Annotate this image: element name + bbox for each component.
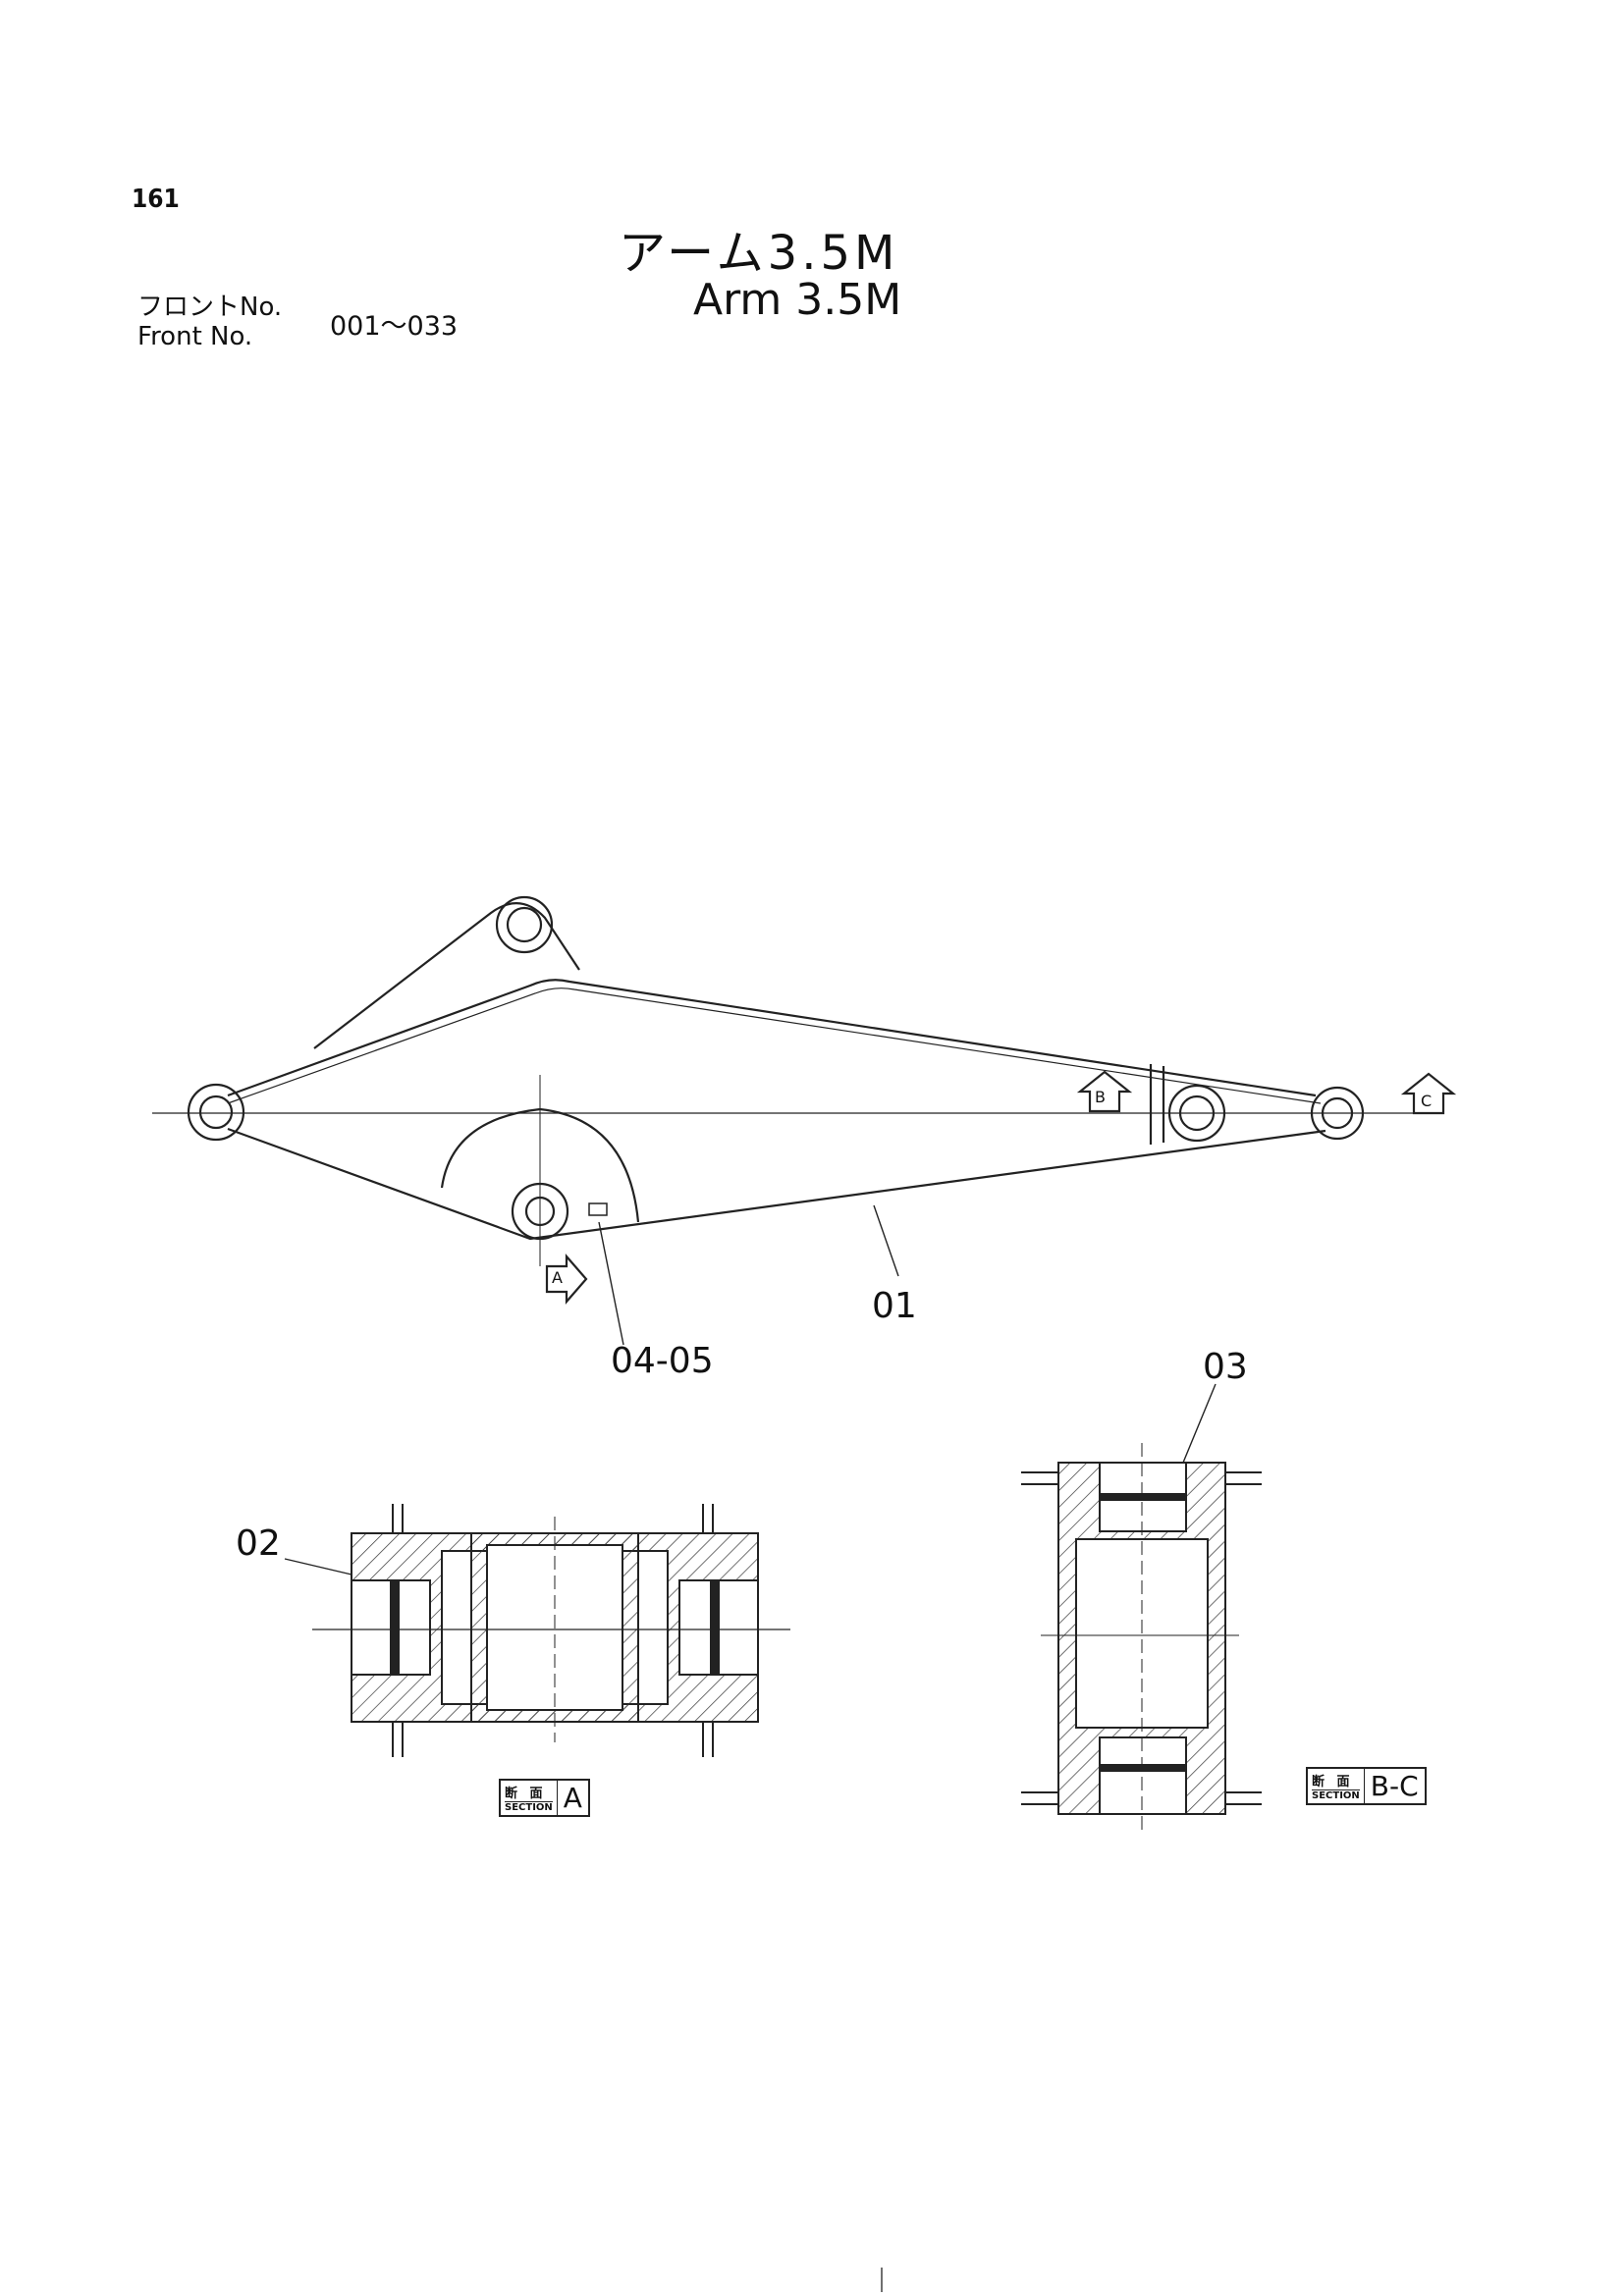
section-arrow-b (1076, 1070, 1133, 1113)
pin-boss-top (495, 895, 554, 954)
callout-02: 02 (236, 1523, 281, 1564)
pin-boss-front (187, 1083, 245, 1142)
arm-bottom-edge (227, 1127, 1326, 1241)
title-english: Arm 3.5M (693, 275, 902, 325)
section-label-bc: 断 面 SECTION B-C (1306, 1767, 1427, 1805)
section-marker-b: B (1095, 1088, 1106, 1106)
section-arrow-a (545, 1254, 588, 1305)
title-japanese: アーム3.5M (619, 226, 899, 281)
front-number-label: フロントNo. Front No. (137, 293, 282, 351)
section-label-bc-letter: B-C (1370, 1770, 1419, 1802)
section-label-jp: 断 面 (1312, 1771, 1360, 1790)
page-number: 161 (132, 185, 180, 214)
arm-top-edge (227, 979, 1317, 1097)
leader-01 (873, 1204, 899, 1277)
section-marker-a: A (552, 1268, 563, 1287)
arm-bracket (313, 902, 580, 1049)
section-label-en: SECTION (505, 1802, 553, 1813)
pin-boss-c (1310, 1086, 1365, 1141)
section-label-a: 断 面 SECTION A (499, 1779, 590, 1817)
section-marker-c: C (1421, 1092, 1433, 1110)
section-label-jp: 断 面 (505, 1783, 553, 1802)
pin-boss-b (1167, 1084, 1226, 1143)
grease-fitting (588, 1202, 608, 1216)
front-number-range: 001～033 (330, 311, 459, 342)
leader-04-05 (598, 1221, 624, 1346)
section-label-a-letter: A (563, 1782, 582, 1814)
section-bc-view (1021, 1383, 1262, 1836)
callout-03: 03 (1203, 1347, 1248, 1387)
section-a-view (284, 1504, 790, 1757)
callout-01: 01 (872, 1286, 917, 1326)
section-label-en: SECTION (1312, 1790, 1360, 1801)
callout-04-05: 04-05 (611, 1341, 714, 1381)
front-label-en: Front No. (137, 322, 253, 351)
section-arrow-c (1400, 1072, 1457, 1115)
arm-side-view (152, 895, 1457, 1346)
front-label-jp: フロントNo. (137, 293, 283, 322)
